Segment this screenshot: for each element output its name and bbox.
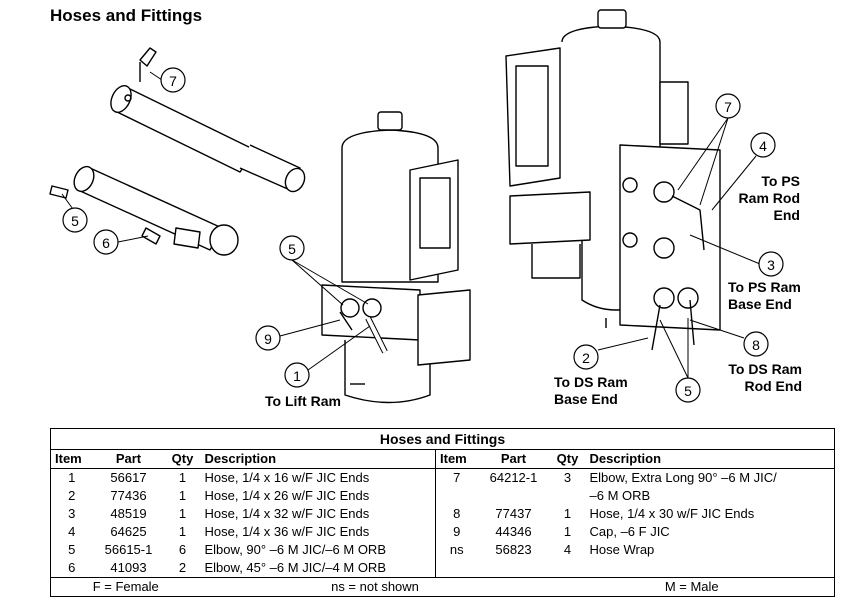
table-row: 4 64625 1 Hose, 1/4 x 36 w/F JIC Ends 9 … (50, 523, 835, 541)
table-row: 5 56615-1 6 Elbow, 90° –6 M JIC/–6 M ORB… (50, 541, 835, 559)
legend-not-shown: ns = not shown (200, 577, 550, 597)
cell-part: 64212-1 (489, 470, 538, 485)
svg-text:5: 5 (684, 383, 692, 399)
cell-qty: 1 (178, 506, 187, 521)
table-row: 1 56617 1 Hose, 1/4 x 16 w/F JIC Ends 7 … (50, 468, 835, 487)
callout-3: 3 (758, 251, 784, 277)
svg-text:2: 2 (582, 350, 590, 366)
legend-female: F = Female (50, 577, 201, 597)
cell-qty: 1 (178, 488, 187, 503)
cell-item: ns (435, 541, 478, 559)
legend-male: M = Male (549, 577, 835, 597)
svg-text:8: 8 (752, 337, 760, 353)
table-row: 6 41093 2 Elbow, 45° –6 M JIC/–4 M ORB (50, 559, 835, 578)
callout-2: 2 (573, 344, 599, 370)
cell-desc: Hose, 1/4 x 26 w/F JIC Ends (204, 488, 370, 503)
cell-item: 5 (68, 542, 76, 557)
cell-desc: Hose, 1/4 x 32 w/F JIC Ends (204, 506, 370, 521)
lift-ram-cylinder (110, 47, 306, 193)
callout-7-upper-ram: 7 (160, 67, 186, 93)
col-item: Item (50, 449, 93, 469)
center-power-unit (321, 111, 471, 404)
svg-text:9: 9 (264, 331, 272, 347)
cell-item: 4 (68, 524, 76, 539)
cell-qty: 1 (563, 524, 572, 539)
cell-desc: Elbow, 45° –6 M JIC/–4 M ORB (204, 560, 387, 575)
cell-desc: Elbow, Extra Long 90° –6 M JIC/ (589, 470, 777, 485)
ps-ram-cylinder (49, 165, 239, 256)
table-row: 2 77436 1 Hose, 1/4 x 26 w/F JIC Ends –6… (50, 487, 835, 505)
callout-5-center: 5 (279, 235, 305, 261)
col-description: Description (200, 449, 436, 469)
cell-part: 48519 (110, 506, 147, 521)
cell-item: 8 (435, 505, 478, 523)
svg-text:4: 4 (759, 138, 767, 154)
col-description-2: Description (585, 449, 835, 469)
cell-desc: Hose, 1/4 x 16 w/F JIC Ends (204, 470, 370, 485)
cell-qty: 1 (178, 470, 187, 485)
cell-qty: 6 (178, 542, 187, 557)
callout-8: 8 (743, 331, 769, 357)
svg-text:5: 5 (71, 213, 79, 229)
cell-part: 77437 (495, 506, 532, 521)
label-to-lift-ram: To Lift Ram (265, 393, 341, 409)
cell-item: 2 (68, 488, 76, 503)
table-caption: Hoses and Fittings (50, 428, 835, 450)
callout-6: 6 (93, 229, 119, 255)
cell-part: 44346 (495, 524, 532, 539)
callout-9: 9 (255, 325, 281, 351)
cell-desc: Elbow, 90° –6 M JIC/–6 M ORB (204, 542, 387, 557)
svg-text:7: 7 (169, 73, 177, 89)
cell-item: 9 (435, 523, 478, 541)
cell-qty: 3 (563, 470, 572, 485)
cell-desc-continued: –6 M ORB (589, 488, 651, 503)
col-part-2: Part (477, 449, 550, 469)
cell-item: 3 (68, 506, 76, 521)
table-row: 3 48519 1 Hose, 1/4 x 32 w/F JIC Ends 8 … (50, 505, 835, 523)
right-power-unit (505, 9, 721, 351)
col-part: Part (92, 449, 165, 469)
cell-item: 7 (435, 468, 478, 487)
cell-part: 56617 (110, 470, 147, 485)
hydraulic-diagram: 7 5 6 5 9 1 7 4 3 8 2 5 (49, 9, 784, 404)
col-qty: Qty (164, 449, 201, 469)
cell-item: 1 (68, 470, 76, 485)
cell-qty: 2 (178, 560, 187, 575)
cell-qty: 1 (563, 506, 572, 521)
callout-5-left: 5 (62, 207, 88, 233)
cell-qty: 1 (178, 524, 187, 539)
cell-desc: Cap, –6 F JIC (589, 524, 670, 539)
cell-part: 64625 (110, 524, 147, 539)
cell-part: 56823 (495, 542, 532, 557)
cell-part: 56615-1 (104, 542, 153, 557)
table-header-row: Item Part Qty Description Item Part Qty … (50, 449, 835, 469)
callout-7-right: 7 (715, 93, 741, 119)
cell-part: 41093 (110, 560, 147, 575)
page-title: Hoses and Fittings (50, 6, 203, 25)
svg-text:6: 6 (102, 235, 110, 251)
cell-desc: Hose, 1/4 x 30 w/F JIC Ends (589, 506, 755, 521)
svg-text:3: 3 (767, 257, 775, 273)
cell-item: 6 (68, 560, 76, 575)
col-item-2: Item (435, 449, 478, 469)
callout-4: 4 (750, 132, 776, 158)
cell-desc: Hose, 1/4 x 36 w/F JIC Ends (204, 524, 370, 539)
col-qty-2: Qty (549, 449, 586, 469)
leader-lines (61, 71, 761, 379)
svg-text:5: 5 (288, 241, 296, 257)
cell-qty: 4 (563, 542, 572, 557)
callout-1: 1 (284, 362, 310, 388)
svg-text:7: 7 (724, 99, 732, 115)
cell-part: 77436 (110, 488, 147, 503)
table-footer: F = Female ns = not shown M = Male (50, 577, 835, 597)
cell-desc: Hose Wrap (589, 542, 655, 557)
callout-5-right: 5 (675, 377, 701, 403)
parts-table: Hoses and Fittings Item Part Qty Descrip… (50, 428, 835, 597)
svg-text:1: 1 (293, 368, 301, 384)
